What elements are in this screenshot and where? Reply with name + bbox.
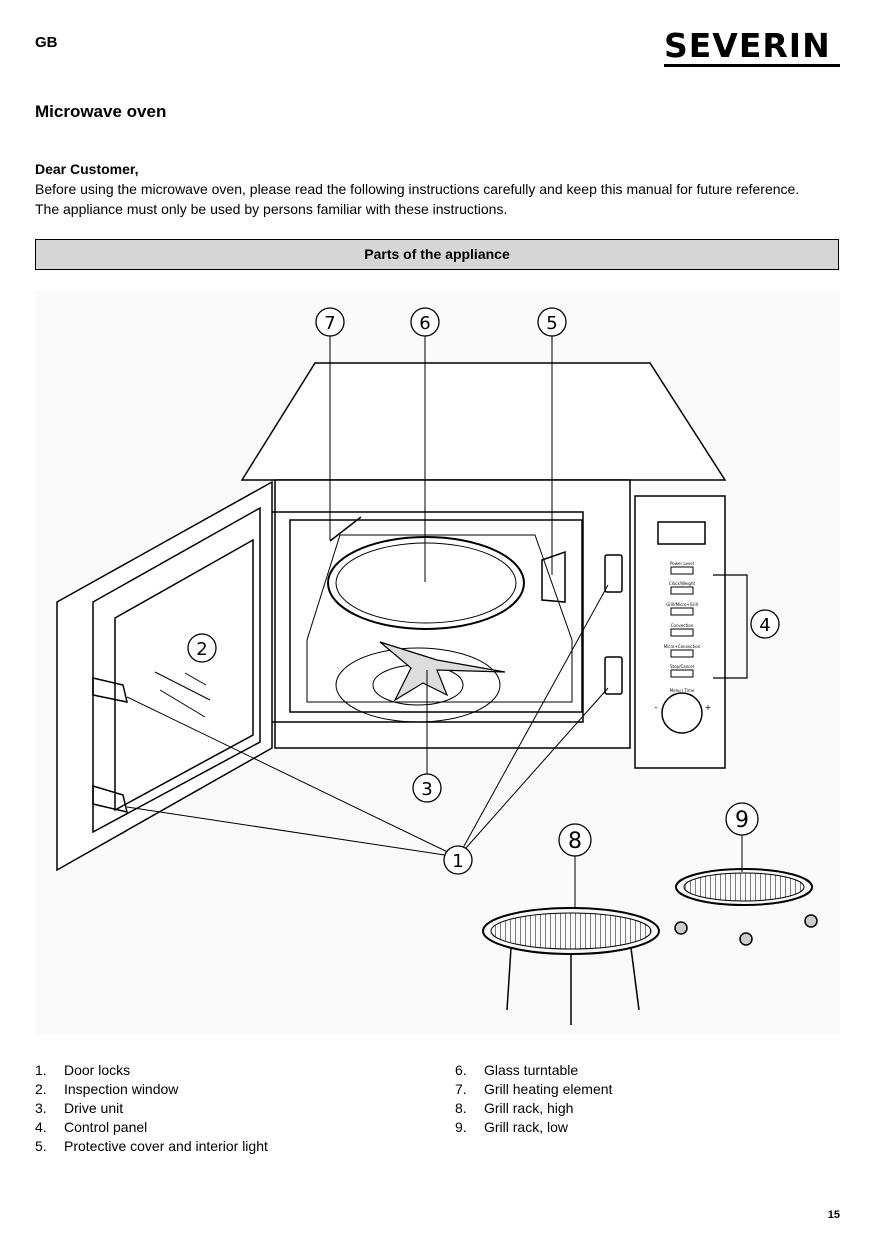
callout-circle-7	[315, 307, 345, 337]
parts-list-left: 1. Door locks 2. Inspection window 3. Drive…	[35, 1061, 268, 1156]
panel-label-micro-convection: Micro+Convection	[664, 644, 701, 649]
greeting: Dear Customer,	[35, 161, 139, 177]
callout-6: 6	[419, 313, 430, 334]
panel-label-grill: Grill/Micro+Grill	[666, 602, 698, 607]
callout-circle-9	[725, 802, 759, 836]
item-number: 9.	[455, 1119, 467, 1135]
callout-4: 4	[759, 615, 770, 636]
page-number: 15	[827, 1209, 840, 1221]
callout-circle-1	[443, 845, 473, 875]
callout-9: 9	[735, 808, 749, 833]
list-item: 4. Control panel	[35, 1118, 268, 1137]
panel-label-convection: Convection	[671, 623, 694, 628]
language-code: GB	[35, 34, 58, 51]
panel-label-minus: -	[655, 703, 658, 712]
brand-logo: SEVERIN	[664, 28, 840, 70]
list-item: 3. Drive unit	[35, 1099, 268, 1118]
callout-1: 1	[452, 851, 463, 872]
parts-list-right: 6. Glass turntable 7. Grill heating elemen…	[455, 1061, 612, 1137]
callout-2: 2	[196, 639, 207, 660]
item-label: Control panel	[64, 1119, 148, 1135]
item-number: 7.	[455, 1081, 467, 1097]
panel-label-menu-time: Menu / Time	[670, 688, 695, 693]
callout-5: 5	[546, 313, 557, 334]
brand-underline	[664, 64, 840, 67]
item-number: 2.	[35, 1081, 47, 1097]
callout-7: 7	[324, 313, 335, 334]
item-number: 8.	[455, 1100, 467, 1116]
list-item: 1. Door locks	[35, 1061, 268, 1080]
callout-circle-5	[537, 307, 567, 337]
callout-3: 3	[421, 779, 432, 800]
document-title: Microwave oven	[35, 102, 167, 121]
item-label: Protective cover and interior light	[64, 1138, 268, 1154]
item-label: Grill rack, high	[484, 1100, 574, 1116]
callout-circle-3	[412, 773, 442, 803]
list-item: 7. Grill heating element	[455, 1080, 612, 1099]
panel-label-power: Power Level	[670, 561, 694, 566]
callout-8: 8	[568, 829, 582, 854]
callout-circle-8	[558, 823, 592, 857]
callout-circle-2	[187, 633, 217, 663]
item-number: 6.	[455, 1062, 467, 1078]
intro-paragraph: Before using the microwave oven, please …	[35, 181, 800, 217]
panel-label-plus: +	[705, 703, 712, 712]
section-heading: Parts of the appliance	[35, 239, 839, 270]
panel-label-stop: Stop/Cancel	[670, 664, 694, 669]
item-label: Door locks	[64, 1062, 131, 1078]
item-number: 1.	[35, 1062, 47, 1078]
item-number: 4.	[35, 1119, 47, 1135]
panel-label-clock: Clock/Weight	[669, 581, 696, 586]
item-label: Inspection window	[64, 1081, 179, 1097]
item-number: 5.	[35, 1138, 47, 1154]
item-label: Drive unit	[64, 1100, 124, 1116]
callout-circle-4	[750, 609, 780, 639]
item-number: 3.	[35, 1100, 47, 1116]
item-label: Glass turntable	[484, 1062, 579, 1078]
item-label: Grill heating element	[484, 1081, 613, 1097]
list-item: 9. Grill rack, low	[455, 1118, 612, 1137]
brand-wordmark: SEVERIN	[664, 26, 831, 65]
item-label: Grill rack, low	[484, 1119, 569, 1135]
list-item: 5. Protective cover and interior light	[35, 1137, 268, 1156]
callout-circle-6	[410, 307, 440, 337]
appliance-diagram: Power Level Clock/Weight Grill/Micro+Gri…	[35, 290, 840, 1035]
list-item: 6. Glass turntable	[455, 1061, 612, 1080]
list-item: 2. Inspection window	[35, 1080, 268, 1099]
list-item: 8. Grill rack, high	[455, 1099, 612, 1118]
